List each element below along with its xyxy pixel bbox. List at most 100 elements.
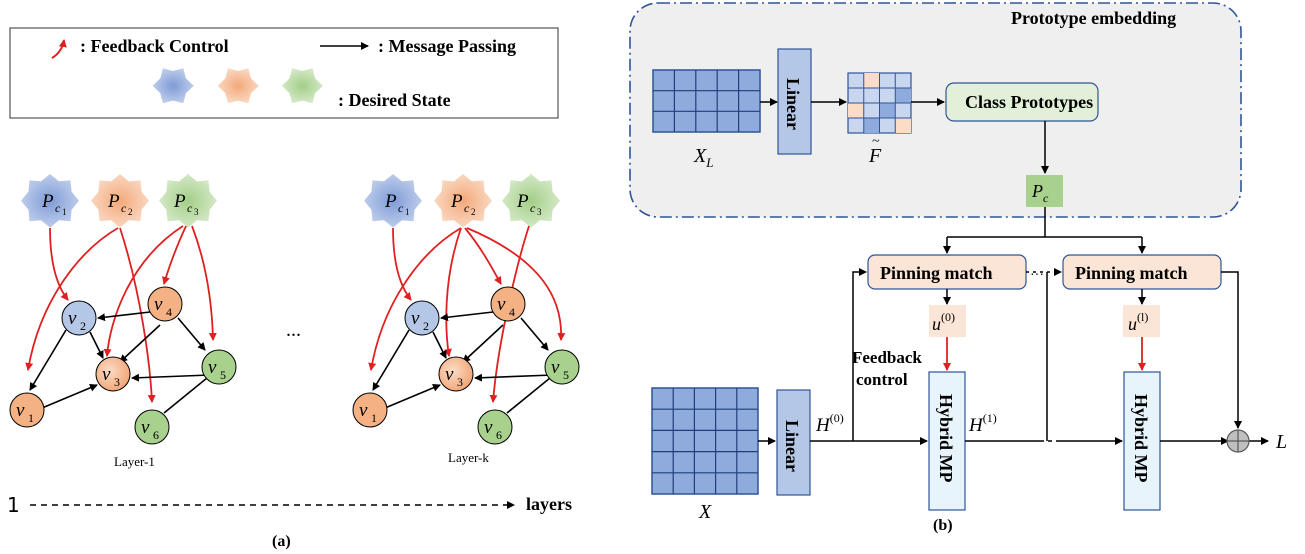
svg-text:1: 1 xyxy=(28,411,34,425)
pinning-match-label-1: Pinning match xyxy=(880,263,993,283)
layer-1-label: Layer-1 xyxy=(114,454,155,469)
pc-label: Pc xyxy=(1031,181,1049,205)
graph-layer-1: P c 1 P c 2 P c 3 xyxy=(9,174,237,445)
pc-distribution-lines xyxy=(943,207,1146,254)
feedback-arrows-layer1 xyxy=(25,225,217,403)
svg-text:c: c xyxy=(398,201,404,215)
svg-text:P: P xyxy=(107,191,120,212)
svg-text:c: c xyxy=(530,201,536,215)
prototype-pc3-k: P c 3 xyxy=(502,174,560,228)
prototype-pc1: P c 1 xyxy=(21,174,79,228)
main-flow-lines xyxy=(810,268,1269,445)
desired-legend-label: : Desired State xyxy=(338,90,451,110)
layer-ellipsis: ... xyxy=(286,319,301,341)
svg-text:2: 2 xyxy=(423,319,429,333)
svg-text:1: 1 xyxy=(371,411,377,425)
linear-bottom-label: Linear xyxy=(782,420,802,472)
svg-text:2: 2 xyxy=(128,207,133,217)
linear-top-label: Linear xyxy=(783,78,803,130)
svg-text:P: P xyxy=(41,191,54,212)
graph-layer-k: P c 1 P c 2 P c 3 xyxy=(352,174,580,445)
layer-k-label: Layer-k xyxy=(448,450,489,465)
svg-text:v: v xyxy=(154,294,163,315)
f-tilde-mark: ~ xyxy=(872,134,880,149)
pinning-dots: ··· xyxy=(1030,268,1044,283)
svg-text:c: c xyxy=(121,201,127,215)
svg-text:c: c xyxy=(187,201,193,215)
xl-label: XL xyxy=(693,145,713,170)
ul-label: u(l) xyxy=(1128,310,1148,334)
axis-start-label: 1 xyxy=(7,493,20,517)
panel-title: Prototype embedding xyxy=(1011,8,1176,28)
svg-text:1: 1 xyxy=(405,207,410,217)
loss-label: L xyxy=(1275,431,1287,453)
x-matrix xyxy=(651,387,759,495)
desired-state-green-icon xyxy=(281,68,323,104)
h1-label: H(1) xyxy=(968,411,997,436)
svg-text:P: P xyxy=(173,191,186,212)
svg-text:v: v xyxy=(102,364,111,385)
u0-label: u(0) xyxy=(932,310,955,334)
svg-text:v: v xyxy=(68,308,77,329)
axis-end-label: layers xyxy=(526,494,572,514)
linear-top-box xyxy=(777,48,812,155)
feedback-label-1: Feedback xyxy=(852,348,922,367)
svg-text:3: 3 xyxy=(114,375,120,389)
svg-text:v: v xyxy=(484,417,493,438)
svg-text:3: 3 xyxy=(194,207,199,217)
svg-text:3: 3 xyxy=(457,375,463,389)
desired-state-blue-icon xyxy=(152,68,194,104)
svg-text:v: v xyxy=(141,417,150,438)
feedback-label-2: control xyxy=(856,370,908,389)
prototype-pc2-k: P c 2 xyxy=(434,174,492,228)
x-label: X xyxy=(698,501,712,523)
feedback-legend-arrow xyxy=(51,39,67,59)
svg-text:6: 6 xyxy=(496,428,502,442)
h0-label: H(0) xyxy=(815,411,844,436)
svg-text:c: c xyxy=(464,201,470,215)
svg-text:v: v xyxy=(16,400,25,421)
svg-text:P: P xyxy=(516,191,529,212)
f-matrix xyxy=(847,72,912,134)
hybrid-mp-label-1: Hybrid MP xyxy=(936,394,956,483)
caption-b: (b) xyxy=(933,517,953,534)
svg-text:c: c xyxy=(55,201,61,215)
pinning-match-label-2: Pinning match xyxy=(1075,263,1188,283)
message-edges-layerk xyxy=(372,311,554,414)
svg-text:2: 2 xyxy=(471,207,476,217)
xl-matrix xyxy=(652,69,761,133)
message-edges-layer1 xyxy=(29,311,211,414)
caption-a: (a) xyxy=(272,533,291,550)
svg-text:5: 5 xyxy=(220,368,226,382)
svg-text:v: v xyxy=(208,357,217,378)
class-prototypes-label: Class Prototypes xyxy=(965,92,1093,112)
message-legend-label: : Message Passing xyxy=(378,36,516,56)
svg-text:4: 4 xyxy=(509,305,515,319)
svg-text:v: v xyxy=(551,357,560,378)
prototype-pc2: P c 2 xyxy=(91,174,149,228)
svg-text:v: v xyxy=(497,294,506,315)
f-tilde-label: F xyxy=(868,145,882,167)
prototype-embedding-panel: Prototype embedding XL Linear xyxy=(629,2,1242,218)
legend-box: : Feedback Control : Message Passing : D… xyxy=(9,27,559,119)
sum-node-icon xyxy=(1226,429,1250,453)
svg-text:5: 5 xyxy=(563,368,569,382)
svg-text:v: v xyxy=(359,400,368,421)
ul-box xyxy=(1123,305,1160,337)
svg-text:v: v xyxy=(445,364,454,385)
prototype-pc3: P c 3 xyxy=(159,174,217,228)
svg-text:v: v xyxy=(411,308,420,329)
